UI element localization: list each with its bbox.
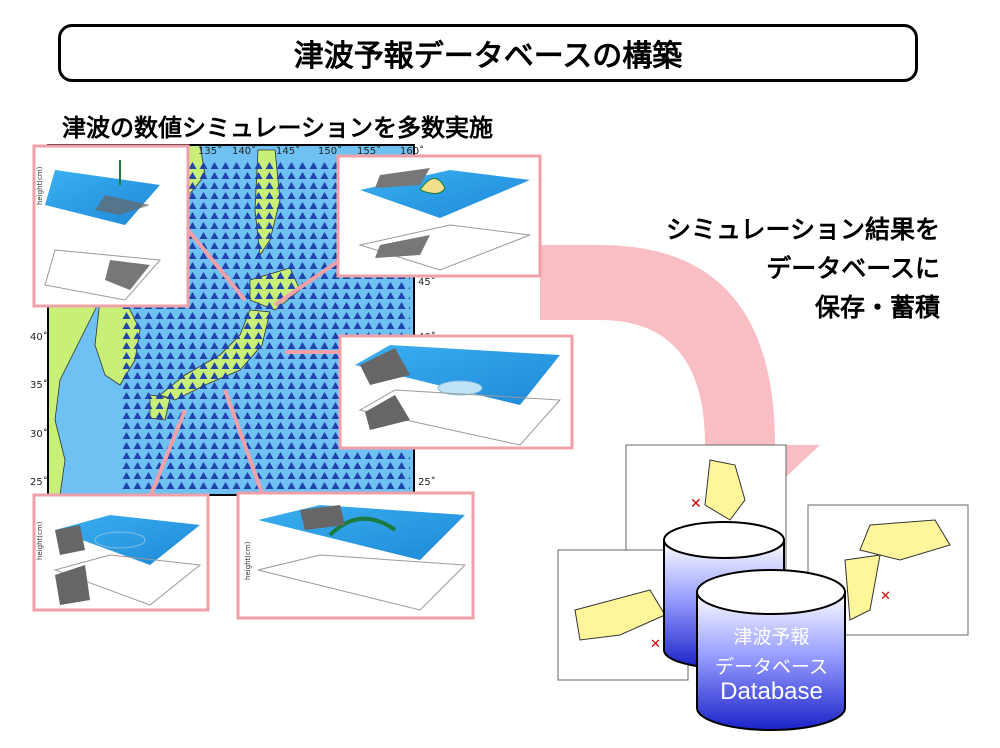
sim-panel-5: height(cm) — [236, 491, 475, 620]
axis-label: height(cm) — [244, 541, 252, 580]
caption-line: 保存・蓄積 — [814, 293, 940, 322]
lon-tick: 135˚ — [198, 145, 222, 157]
svg-text:✕: ✕ — [880, 589, 891, 604]
svg-text:✕: ✕ — [650, 637, 661, 652]
lon-tick: 145˚ — [276, 145, 300, 157]
lat-tick: 30˚ — [30, 428, 48, 440]
page-title: 津波予報データベースの構築 — [58, 24, 918, 82]
lat-tick: 35˚ — [30, 379, 48, 391]
lon-tick: 160˚ — [400, 145, 424, 157]
axis-label: height(cm) — [36, 166, 44, 205]
caption-line: シミュレーション結果を — [665, 215, 940, 244]
process-caption: シミュレーション結果を データベースに 保存・蓄積 — [600, 210, 940, 327]
lat-tick: 25˚ — [418, 476, 436, 488]
sim-panel-1: height(cm) — [32, 144, 190, 308]
axis-label: height(cm) — [36, 521, 44, 560]
svg-text:✕: ✕ — [690, 496, 702, 512]
lon-tick: 155˚ — [357, 145, 381, 157]
database-label-line3: Database — [720, 678, 823, 705]
database-label-line2: データベース — [714, 656, 829, 678]
lat-tick: 45˚ — [418, 276, 436, 288]
database-label-line1: 津波予報 — [733, 626, 810, 648]
panel-connectors — [148, 228, 342, 498]
lon-tick: 140˚ — [232, 145, 256, 157]
caption-line: データベースに — [766, 254, 940, 283]
sim-panel-3 — [338, 334, 574, 450]
lon-tick-labels: 135˚ 140˚ 145˚ 150˚ 155˚ 160˚ — [198, 145, 424, 157]
lon-tick: 150˚ — [318, 145, 342, 157]
sim-panel-4: height(cm) — [32, 493, 210, 612]
sim-panel-2 — [336, 154, 542, 278]
lat-tick: 40˚ — [30, 331, 48, 343]
lat-tick: 25˚ — [30, 476, 48, 488]
lat-tick-labels: 40˚ 35˚ 30˚ 25˚ 45˚ 40˚ 25˚ — [30, 276, 436, 488]
database-cylinder-front — [696, 569, 846, 731]
simulation-subtitle: 津波の数値シミュレーションを多数実施 — [62, 114, 494, 142]
